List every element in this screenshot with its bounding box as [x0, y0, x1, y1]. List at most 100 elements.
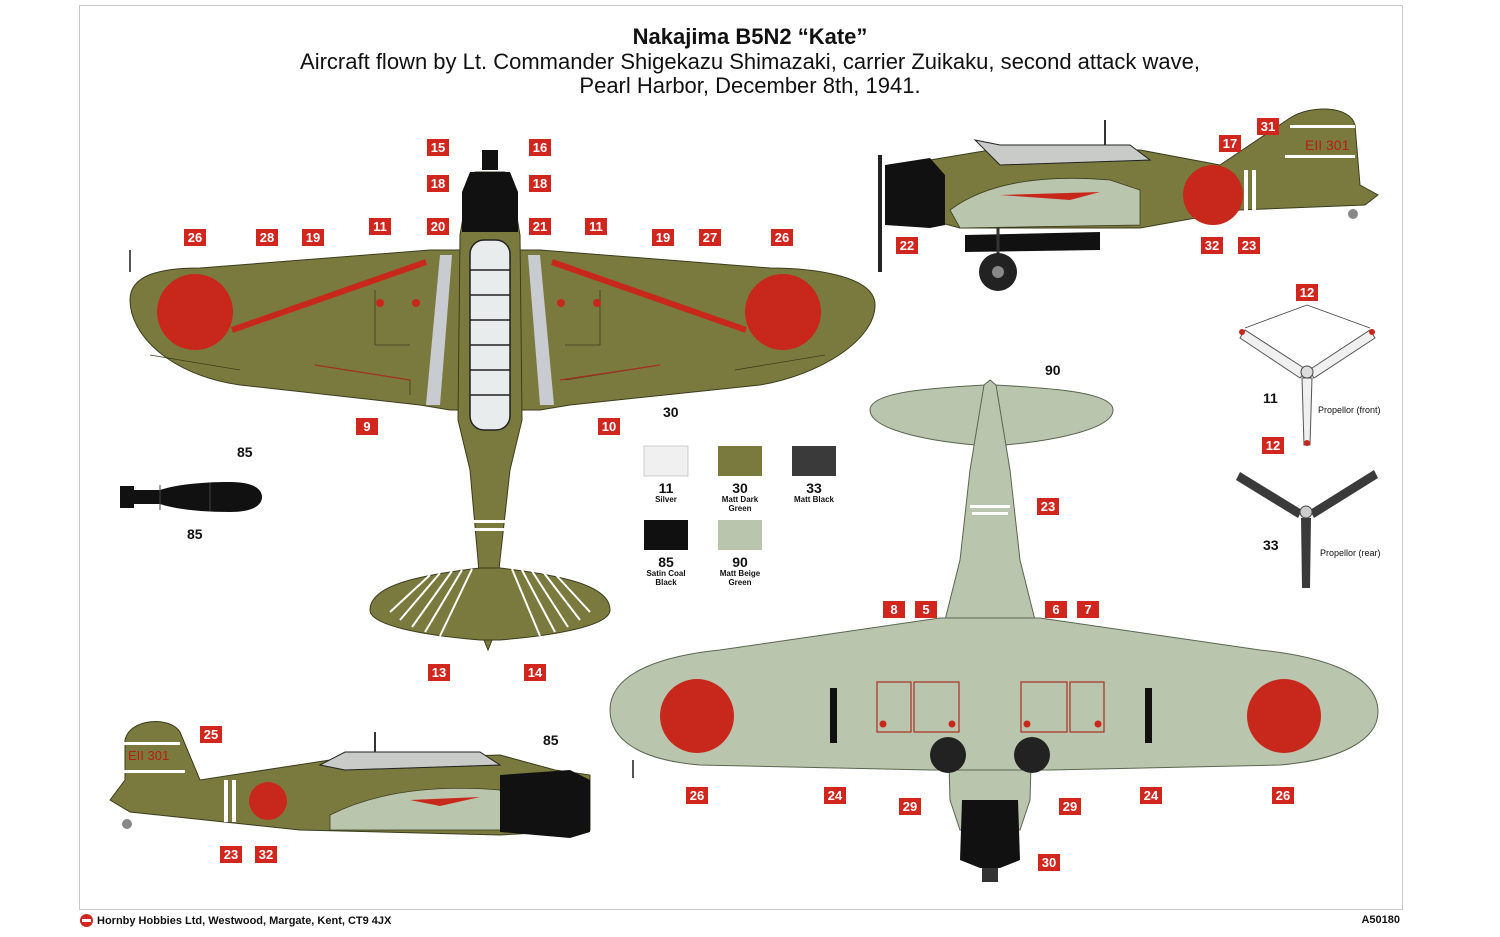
left-hinomaru [249, 782, 287, 820]
callout-number: 29 [1063, 799, 1077, 814]
callout-number: 11 [373, 219, 387, 234]
callout-number: 11 [589, 219, 603, 234]
under-light [948, 720, 956, 728]
callout-tag: 26 [686, 787, 708, 804]
wing-light [376, 299, 384, 307]
canopy-frames [470, 269, 510, 396]
under-light [879, 720, 887, 728]
bomb-number-top: 85 [237, 444, 253, 460]
callout-tag: 6 [1045, 601, 1067, 618]
callout-number: 9 [363, 419, 370, 434]
plain-number-under: 90 [1045, 362, 1061, 378]
hinomaru-left-wing [157, 274, 233, 350]
callout-number: 7 [1084, 602, 1091, 617]
callout-tag: 17 [1219, 135, 1241, 152]
side-band [1244, 170, 1248, 215]
swatch-color [718, 446, 762, 476]
callout-tag: 32 [255, 846, 277, 863]
side-stripe [1000, 192, 1100, 200]
propeller-rear [1236, 470, 1378, 588]
callout-number: 16 [533, 140, 547, 155]
under-band [972, 512, 1008, 515]
callout-tag: 5 [915, 601, 937, 618]
prop-rear-label: Propellor (rear) [1320, 548, 1381, 558]
callout-number: 26 [188, 230, 202, 245]
callout-tag: 31 [1257, 118, 1279, 135]
fuselage-band [474, 528, 506, 531]
callout-number: 32 [259, 847, 273, 862]
callout-number: 18 [431, 176, 445, 191]
callout-number: 24 [828, 788, 843, 803]
callout-number: 10 [602, 419, 616, 434]
callout-number: 19 [656, 230, 670, 245]
callout-tag: 23 [1238, 237, 1260, 254]
walkway-left [426, 255, 452, 405]
fuselage-band [472, 520, 508, 523]
callout-number: 12 [1300, 285, 1314, 300]
tail-code-right: EII 301 [1305, 137, 1350, 153]
under-wheel-left [930, 737, 966, 773]
plain-number-side-left: 85 [543, 732, 559, 748]
left-stripe [410, 797, 480, 806]
side-canopy [973, 139, 1152, 166]
callout-number: 27 [703, 230, 717, 245]
flap-line [314, 364, 411, 381]
callout-tag: 26 [184, 229, 206, 246]
callout-tag: 25 [200, 726, 222, 743]
callout-tag: 14 [524, 664, 546, 681]
red-stripe-left [231, 259, 427, 333]
swatch-name: Matt Dark [722, 495, 759, 504]
callout-number: 15 [431, 140, 445, 155]
callout-tag: 11 [369, 218, 391, 235]
side-torpedo [965, 232, 1100, 252]
callout-tag: 32 [1201, 237, 1223, 254]
callout-number: 25 [204, 727, 218, 742]
swatch-code: 90 [732, 554, 748, 570]
swatch-code: 33 [806, 480, 822, 496]
tail-stripe [1290, 125, 1355, 128]
callout-tag: 13 [428, 664, 450, 681]
top-cowling [462, 172, 518, 232]
wing-light [412, 299, 420, 307]
wheel-hub [992, 266, 1004, 278]
callout-number: 12 [1266, 438, 1280, 453]
under-wing [609, 617, 1379, 771]
under-light [1023, 720, 1031, 728]
swatch-name: Matt Black [794, 495, 835, 504]
prop-tip [1239, 329, 1245, 335]
tail-wheel [1348, 209, 1358, 219]
callout-number: 24 [1144, 788, 1159, 803]
callout-number: 20 [431, 219, 445, 234]
aircraft-under-view [609, 379, 1379, 882]
prop-tip [1369, 329, 1375, 335]
swatch-name: Green [728, 504, 751, 513]
prop-rear-code: 33 [1263, 537, 1279, 553]
left-band [224, 780, 228, 822]
prop-front-code: 11 [1263, 390, 1278, 406]
callout-tag: 7 [1077, 601, 1099, 618]
callout-tag: 23 [220, 846, 242, 863]
callout-number: 21 [533, 219, 547, 234]
swatch-name: Black [655, 578, 677, 587]
side-underside [949, 177, 1141, 229]
swatch-name: Green [728, 578, 751, 587]
torpedo-bomb [120, 482, 262, 512]
swatch-name: Satin Coal [646, 569, 685, 578]
callout-number: 18 [533, 176, 547, 191]
callout-number: 26 [690, 788, 704, 803]
callout-tag: 29 [899, 798, 921, 815]
under-hinomaru-right [1247, 679, 1321, 753]
callout-tag: 27 [699, 229, 721, 246]
callout-number: 13 [432, 665, 446, 680]
side-band [1252, 170, 1256, 215]
side-hinomaru [1183, 165, 1243, 225]
callout-number: 19 [306, 230, 320, 245]
left-tail-wheel [122, 819, 132, 829]
callout-tag: 18 [427, 175, 449, 192]
callout-number: 26 [1276, 788, 1290, 803]
callout-number: 29 [903, 799, 917, 814]
